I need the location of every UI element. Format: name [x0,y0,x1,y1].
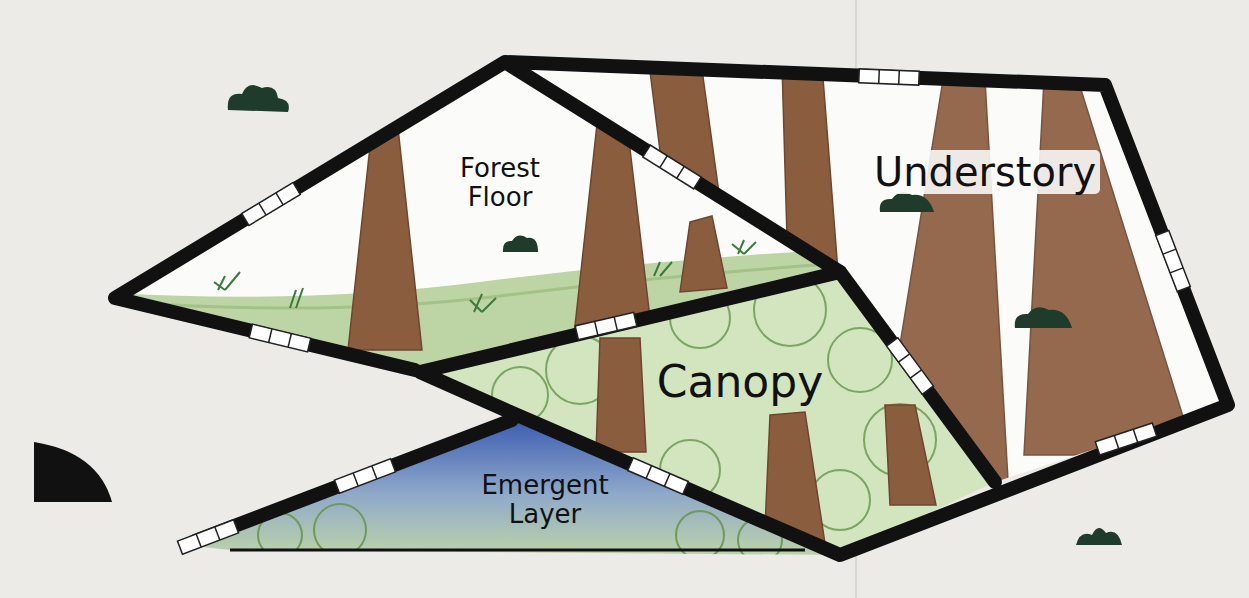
emergent-base-line [230,549,805,552]
bush-tokens [503,236,538,252]
door-tiles [575,312,637,339]
door-tiles [249,324,311,352]
canopy-art [885,405,936,505]
door-tiles [1095,423,1156,455]
door-tiles [887,338,934,395]
canopy-art [596,338,646,452]
bush-tokens [880,192,934,212]
forest-floor-art [348,128,422,350]
forest-floor-art [680,216,727,292]
room-tile: Emergent Layer [470,471,620,529]
room-walls [115,62,1228,555]
bush-tokens [228,85,289,112]
forest-floor-art [100,115,860,420]
room-tile: Understory [870,150,1100,195]
room-walls [115,62,1228,555]
forest-floor-art [732,240,756,254]
forest-floor-art [654,262,672,276]
emergent-art [676,511,724,559]
room-tile: Forest Floor [430,154,570,212]
region-grounds [185,420,840,555]
door-tiles [859,69,919,85]
door-tiles [1156,230,1191,291]
black-token [34,442,112,502]
room-tile: Canopy [653,357,827,406]
door-tiles [242,182,301,225]
room-label: Canopy [653,357,827,406]
forest-floor-art [214,240,756,312]
room-label: Understory [870,150,1100,195]
room-label: Emergent Layer [470,471,620,529]
bush-tokens [1076,528,1122,545]
forest-floor-art [214,272,240,290]
room-label: Forest Floor [430,154,570,212]
room-walls [195,420,512,541]
bush-tokens [1015,307,1072,328]
bush-tokens [228,85,1122,545]
forest-floor-art [470,294,496,312]
door-tiles [334,459,395,493]
door-tiles [643,145,701,189]
emergent-art [314,504,366,556]
forest-floor-art [290,288,303,308]
door-tiles [628,458,689,495]
understory-trees [1024,80,1195,455]
room-walls [840,272,995,482]
door-tiles [177,69,1190,554]
door-tiles [177,520,238,554]
